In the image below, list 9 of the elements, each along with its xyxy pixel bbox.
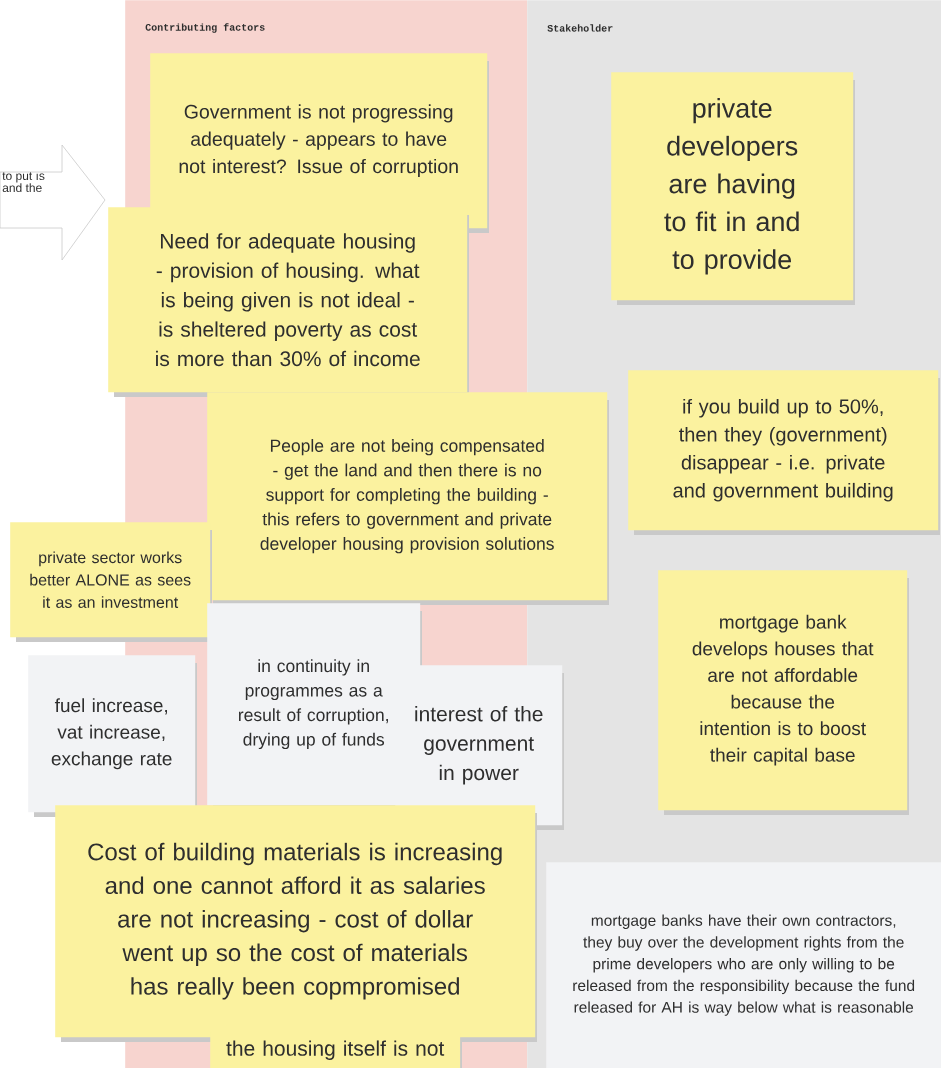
- sticky-note: fuel increase, vat increase, exchange rate: [28, 655, 197, 817]
- sticky-note: Need for adequate housing - provision of housing. what is being given is not ideal - is sheltered poverty as cost is more than 30% of income: [108, 207, 469, 397]
- sticky-note: private developers are having to fit in and to provide: [611, 72, 855, 305]
- sticky-note: People are not being compensated - get the land and then there is no support for completing the building - this refers to government and private developer housing provision solutions: [207, 392, 609, 605]
- sticky-note: if you build up to 50%, then they (government) disappear - i.e. private and government building: [628, 370, 940, 535]
- sticky-note: mortgage banks have their own contractors, they buy over the development rights from the prime developers who are only willing to be released from the responsibility because the fund released for AH is way below what is reasonable: [546, 862, 941, 1068]
- sticky-note: private sector works better ALONE as sees it as an investment: [10, 522, 212, 642]
- sticky-note: mortgage bank develops houses that are not affordable because the intention is to boost their capital base: [658, 570, 909, 815]
- sticky-note: the housing itself is not: [210, 1032, 462, 1068]
